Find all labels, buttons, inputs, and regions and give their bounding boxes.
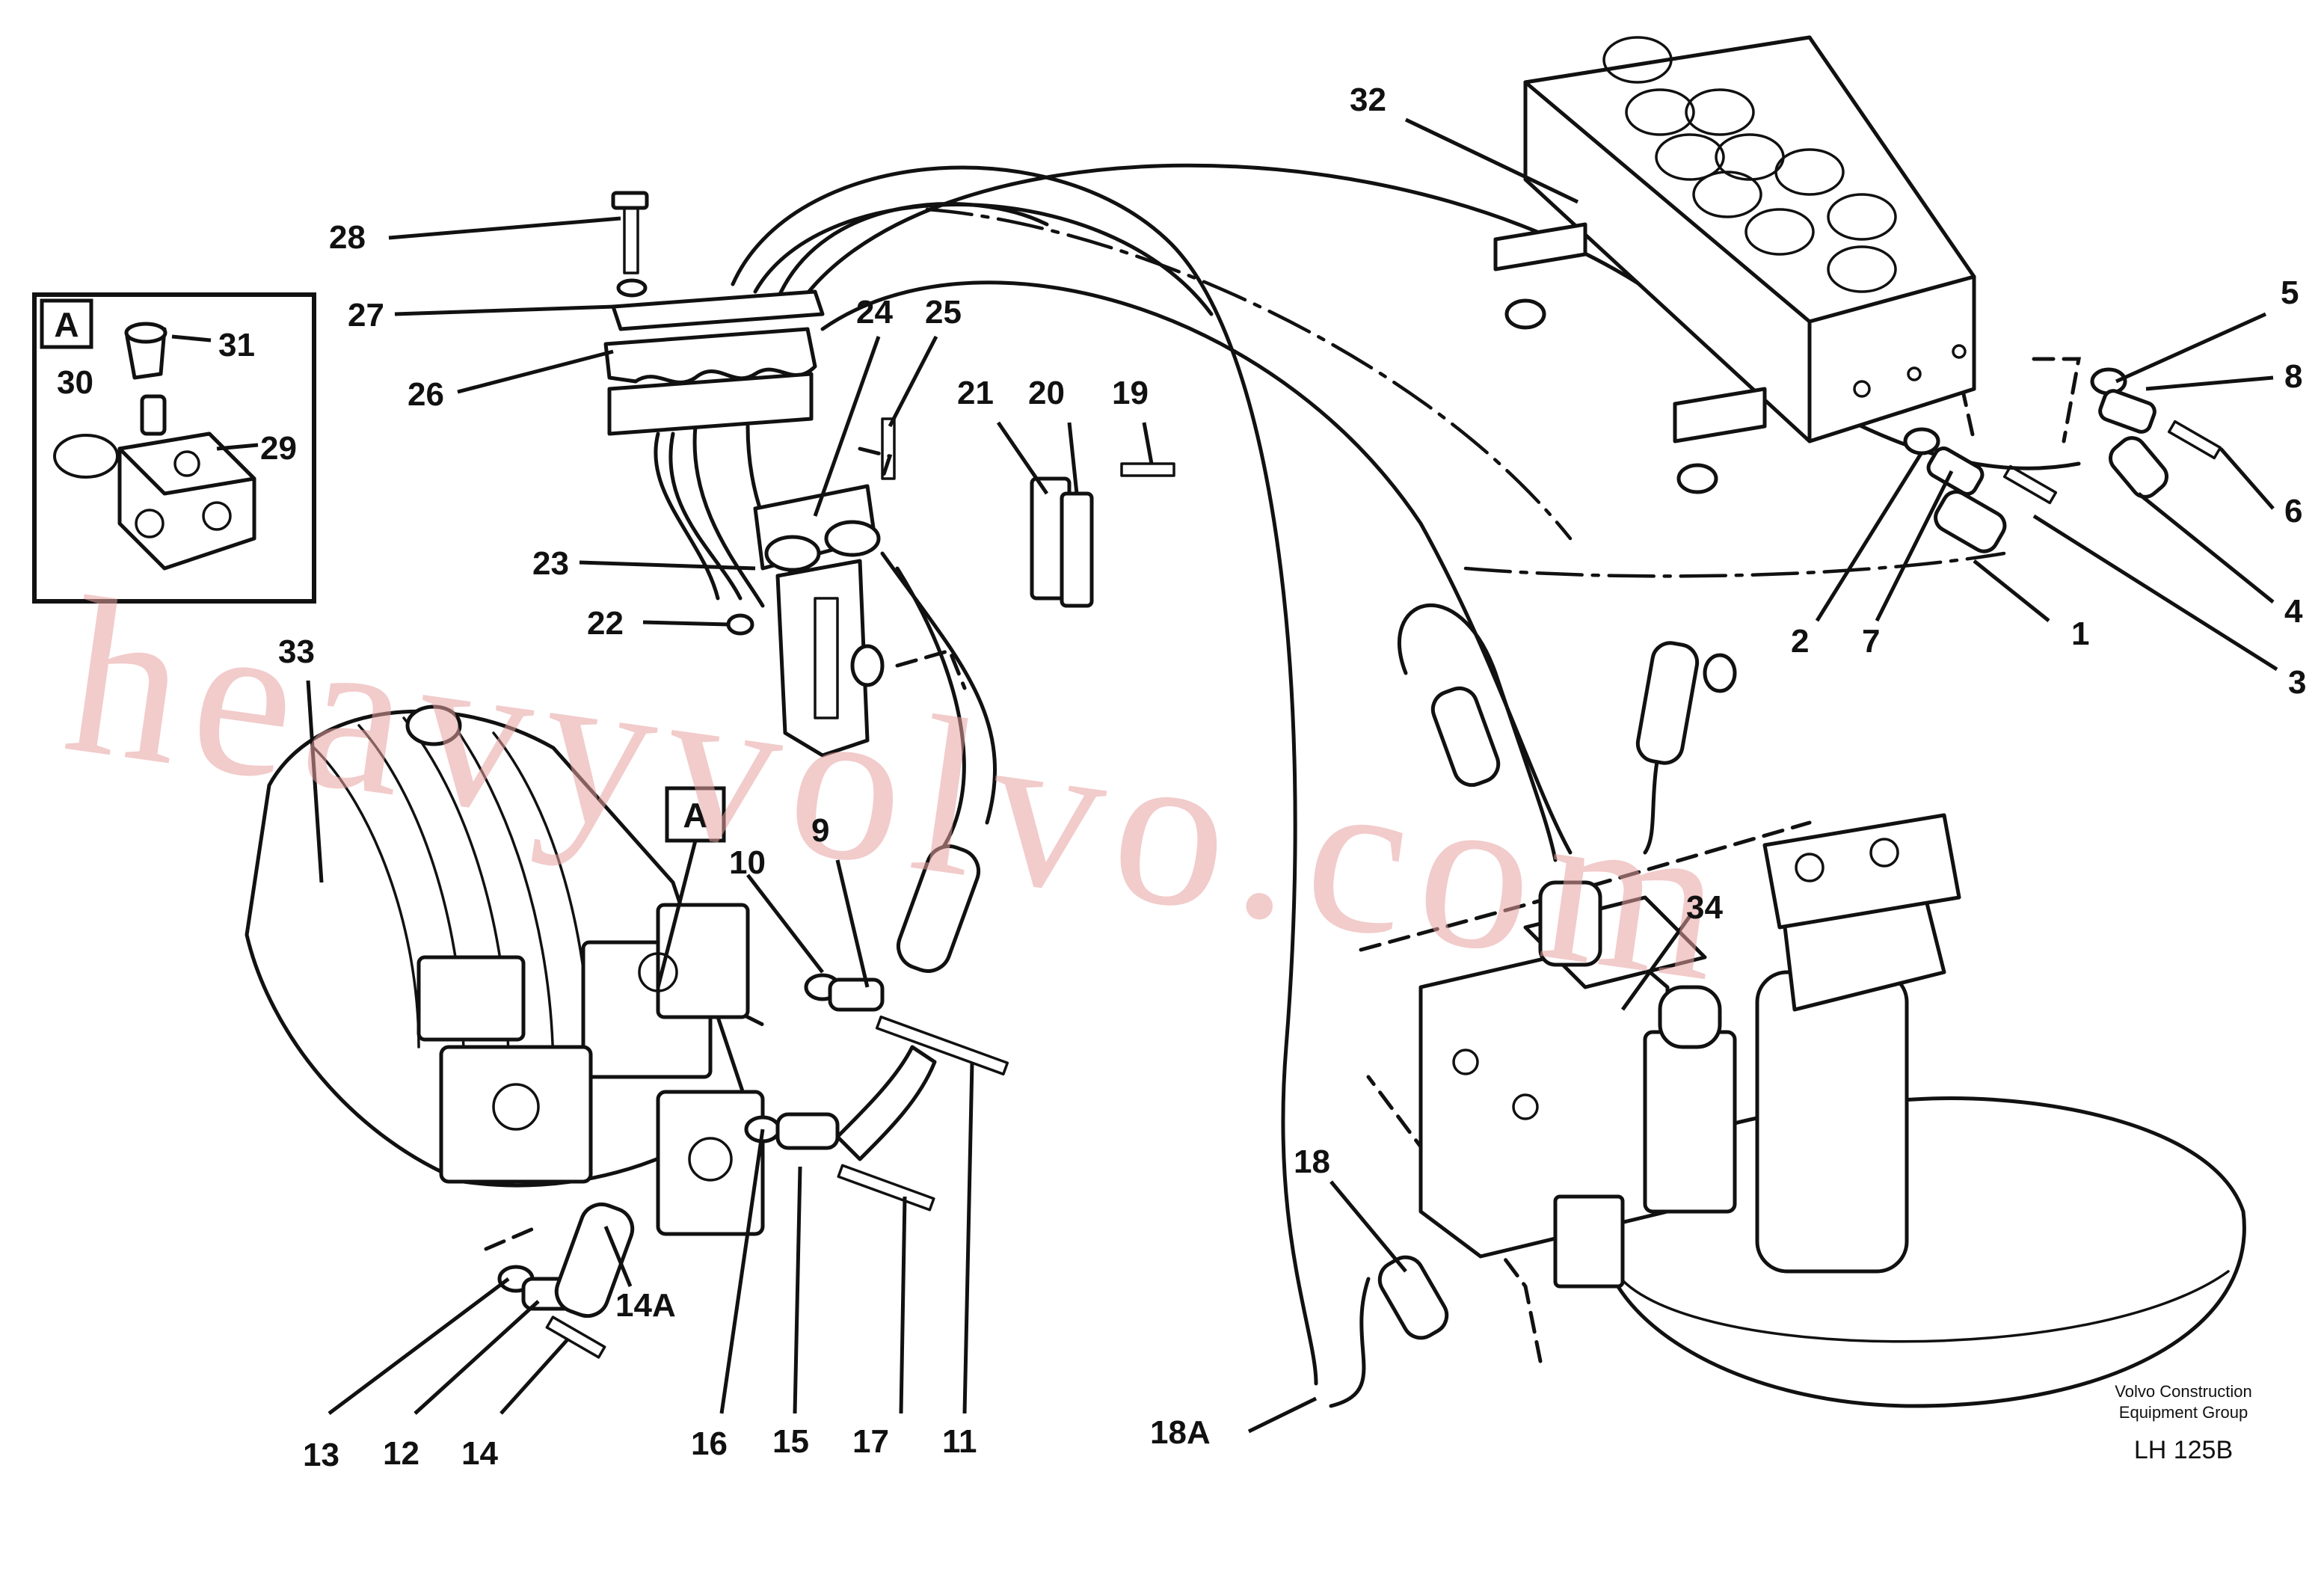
callout-2: 2 bbox=[1791, 623, 1809, 660]
callout-24: 24 bbox=[856, 294, 893, 331]
callout-4: 4 bbox=[2284, 593, 2303, 630]
callout-25: 25 bbox=[925, 294, 962, 331]
callout-9: 9 bbox=[811, 812, 829, 849]
callout-16: 16 bbox=[691, 1425, 728, 1462]
callout-19: 19 bbox=[1112, 375, 1149, 411]
leader-lines bbox=[171, 117, 2278, 1434]
callout-10: 10 bbox=[729, 844, 766, 881]
callout-29: 29 bbox=[260, 430, 297, 467]
callout-21: 21 bbox=[957, 375, 994, 411]
detail-box-letter: A bbox=[54, 305, 79, 344]
company-line-2: Equipment Group bbox=[2119, 1403, 2248, 1422]
callout-14: 14 bbox=[461, 1435, 498, 1472]
callout-5: 5 bbox=[2281, 274, 2299, 311]
callout-numbers: 1 2 3 4 5 6 7 8 9 10 11 12 13 14 14A 15 … bbox=[57, 82, 2306, 1473]
callout-18a: 18A bbox=[1150, 1414, 1211, 1451]
callout-30: 30 bbox=[57, 364, 93, 401]
callout-34: 34 bbox=[1686, 889, 1723, 926]
company-line-1: Volvo Construction bbox=[2115, 1382, 2251, 1401]
callout-22: 22 bbox=[587, 605, 624, 642]
callout-28: 28 bbox=[329, 219, 366, 256]
callout-13: 13 bbox=[303, 1437, 339, 1473]
callout-27: 27 bbox=[348, 297, 384, 334]
swivel-valve bbox=[1377, 641, 2246, 1408]
callout-3: 3 bbox=[2288, 664, 2306, 701]
callout-33: 33 bbox=[278, 633, 315, 670]
callout-31: 31 bbox=[218, 327, 255, 363]
callout-23: 23 bbox=[532, 545, 569, 582]
pump-unit bbox=[245, 704, 765, 1236]
callout-18: 18 bbox=[1294, 1143, 1330, 1180]
callout-11: 11 bbox=[942, 1423, 977, 1460]
callout-17: 17 bbox=[852, 1423, 889, 1460]
callout-20: 20 bbox=[1028, 375, 1065, 411]
callout-12: 12 bbox=[383, 1435, 419, 1472]
drawing-code: LH 125B bbox=[2134, 1436, 2233, 1464]
callout-7: 7 bbox=[1862, 623, 1880, 660]
callout-32: 32 bbox=[1350, 82, 1386, 118]
callout-15: 15 bbox=[772, 1423, 809, 1460]
callout-6: 6 bbox=[2284, 493, 2302, 529]
callout-1: 1 bbox=[2071, 615, 2089, 652]
hose-lines bbox=[654, 163, 2081, 1408]
control-valve-block bbox=[1493, 35, 1976, 494]
callout-8: 8 bbox=[2284, 358, 2302, 395]
detail-box-a: A bbox=[32, 292, 316, 604]
footer: Volvo Construction Equipment Group LH 12… bbox=[2115, 1382, 2251, 1464]
reference-box-a: A bbox=[665, 786, 726, 843]
clamp-assembly bbox=[603, 191, 1175, 758]
fittings-right bbox=[1903, 367, 2222, 553]
callout-26: 26 bbox=[408, 376, 444, 413]
reference-box-letter: A bbox=[683, 796, 707, 835]
callout-14a: 14A bbox=[615, 1287, 676, 1324]
